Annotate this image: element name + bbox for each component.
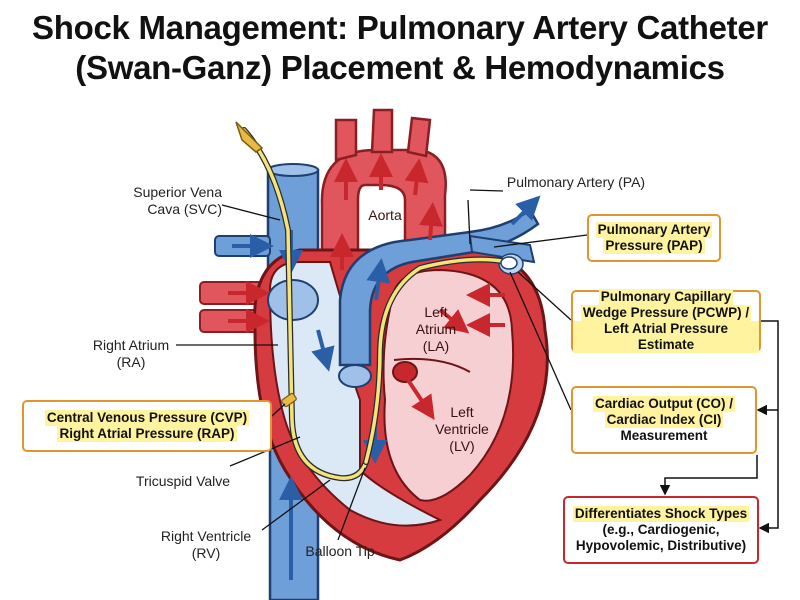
label-right-atrium: Right Atrium (RA): [92, 337, 170, 370]
label-left-atrium: Left Atrium (LA): [415, 304, 457, 354]
cvp-port: [281, 392, 297, 408]
catheter-hub: [235, 121, 264, 153]
box-shock-types: Differentiates Shock Types (e.g., Cardio…: [563, 496, 759, 564]
label-right-ventricle: Right Ventricle (RV): [160, 528, 252, 561]
label-superior-vena-cava: Superior Vena Cava (SVC): [133, 184, 222, 217]
box-cvp-rap: Central Venous Pressure (CVP) Right Atri…: [22, 400, 272, 452]
label-tricuspid-valve: Tricuspid Valve: [135, 473, 231, 489]
balloon-tip-marker: [500, 256, 518, 270]
label-balloon-tip: Balloon Tip: [305, 543, 375, 559]
box-pap: Pulmonary Artery Pressure (PAP): [587, 214, 721, 262]
label-aorta: Aorta: [368, 207, 402, 223]
label-left-ventricle: Left Ventricle (LV): [435, 404, 489, 454]
box-cardiac-output: Cardiac Output (CO) / Cardiac Index (CI)…: [571, 386, 757, 454]
pulmonic-valve: [338, 364, 372, 388]
label-pulmonary-artery: Pulmonary Artery (PA): [506, 174, 646, 190]
title-line-1: Shock Management: Pulmonary Artery Cathe…: [32, 9, 768, 46]
title-line-2: (Swan-Ganz) Placement & Hemodynamics: [75, 49, 725, 86]
mitral-valve: [392, 361, 418, 383]
diagram-title: Shock Management: Pulmonary Artery Cathe…: [0, 8, 800, 88]
box-pcwp: Pulmonary Capillary Wedge Pressure (PCWP…: [571, 289, 761, 353]
